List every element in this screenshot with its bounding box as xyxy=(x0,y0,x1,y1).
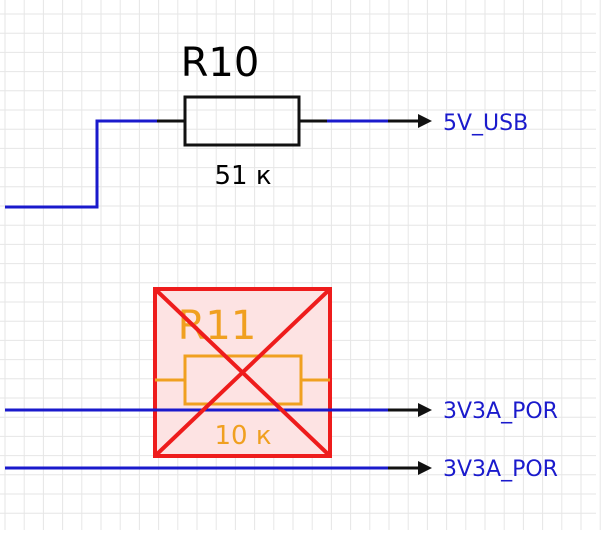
net-label-3v3a-por-1[interactable]: 3V3A_POR xyxy=(443,399,558,424)
net-label-5v-usb[interactable]: 5V_USB xyxy=(443,111,528,136)
r11-dnp-cross-2 xyxy=(153,287,332,458)
r10-reference-label: R10 xyxy=(181,40,260,86)
net-label-3v3a-por-2[interactable]: 3V3A_POR xyxy=(443,457,558,482)
net-arrow-head-3v3a-por-2 xyxy=(418,461,432,475)
r11-value-label: 10 к xyxy=(214,421,271,451)
resistor-r10[interactable] xyxy=(157,95,327,147)
wire-r10-left[interactable] xyxy=(5,119,157,209)
r10-body xyxy=(183,95,301,147)
r10-value-label: 51 к xyxy=(214,161,271,191)
net-arrow-head-5v-usb xyxy=(418,114,432,128)
r11-reference-label: R11 xyxy=(178,303,257,349)
r11-body xyxy=(183,354,303,406)
net-arrow-head-3v3a-por-1 xyxy=(418,403,432,417)
